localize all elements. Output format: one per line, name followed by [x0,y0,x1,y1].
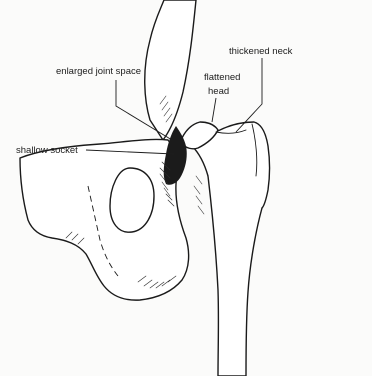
label-flattened-head-line1: flattened [204,72,240,83]
femur-hatching [194,176,204,214]
label-enlarged-joint-space: enlarged joint space [56,66,141,77]
leader-flattened-head [212,98,216,122]
label-flattened-head-line2: head [208,86,229,97]
femur-shaft [208,176,262,376]
label-shallow-socket: shallow socket [16,145,78,156]
label-thickened-neck: thickened neck [229,46,293,57]
leader-thickened-neck [236,58,262,132]
ilium-upper [145,0,196,140]
obturator-foramen [110,168,154,232]
